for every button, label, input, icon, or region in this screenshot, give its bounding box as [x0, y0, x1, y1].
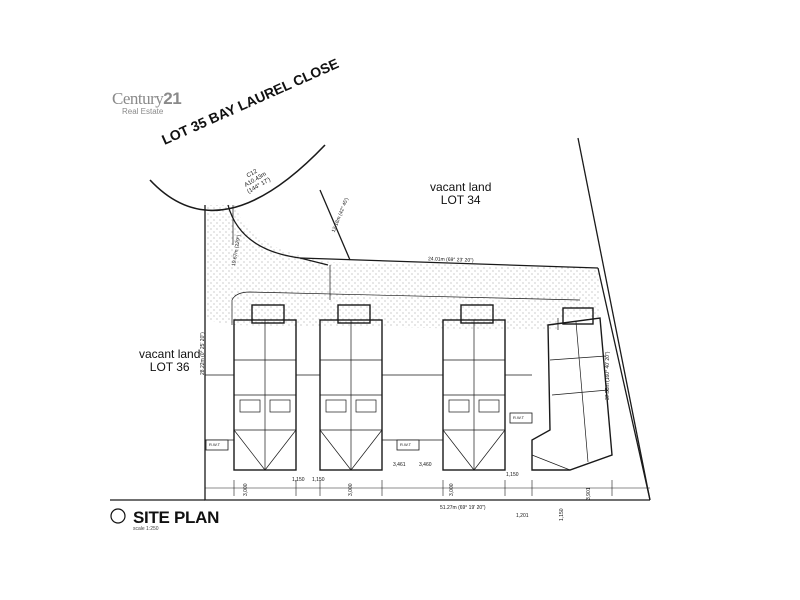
setback-label: 3,461	[393, 462, 406, 468]
dwelling-unit-2	[319, 304, 383, 471]
rwt-label: R.W.T	[400, 442, 412, 447]
logo-tagline: Real Estate	[122, 107, 164, 116]
setback-label: 3,901	[586, 487, 592, 500]
logo-brand-number: 21	[163, 89, 182, 108]
setback-label: 3,000	[243, 483, 249, 496]
logo-brand-word: Century	[112, 89, 164, 108]
setback-label: 3,000	[449, 483, 455, 496]
south-boundary-dim: 51.27m (69° 19' 20")	[440, 505, 486, 511]
dwelling-unit-4	[531, 307, 613, 471]
setback-label: 1,150	[559, 508, 565, 521]
setback-label: 1,150	[506, 472, 519, 478]
dwelling-unit-3	[442, 304, 506, 471]
setback-label: 3,460	[419, 462, 432, 468]
lot36-label: vacant land LOT 36	[139, 348, 200, 374]
lot34-label: vacant land LOT 34	[430, 181, 491, 207]
century21-logo: Century21 Real Estate	[112, 90, 182, 117]
north-boundary-dim: 24.01m (69° 23' 20")	[427, 256, 474, 264]
rwt-label: R.W.T	[513, 415, 525, 420]
dwelling-unit-1	[233, 304, 297, 471]
rwt-tank	[509, 412, 533, 424]
lot36-line2: LOT 36	[149, 360, 190, 374]
site-plan-scale: scale 1:250	[133, 526, 159, 532]
site-boundary	[110, 137, 651, 501]
east-boundary-dim: 37.55m (160° 40' 20")	[605, 351, 611, 400]
setback-label: 1,150	[292, 477, 305, 483]
setback-label: 3,000	[348, 483, 354, 496]
site-plan-title: SITE PLAN	[133, 508, 220, 527]
rwt-tank	[205, 439, 229, 451]
lot36-line1: vacant land	[139, 347, 201, 361]
driveway-area	[205, 205, 600, 330]
setback-label: 1,150	[312, 477, 325, 483]
north-arrow-icon	[110, 508, 126, 524]
road-curve	[149, 144, 326, 212]
lot34-line2: LOT 34	[440, 193, 481, 207]
lot34-line1: vacant land	[430, 180, 492, 194]
setback-label: 1,201	[516, 513, 529, 519]
west-boundary-dim: 28.22m (0° 25' 20")	[200, 332, 206, 375]
rwt-tank	[396, 439, 420, 451]
rwt-label: R.W.T	[209, 442, 221, 447]
